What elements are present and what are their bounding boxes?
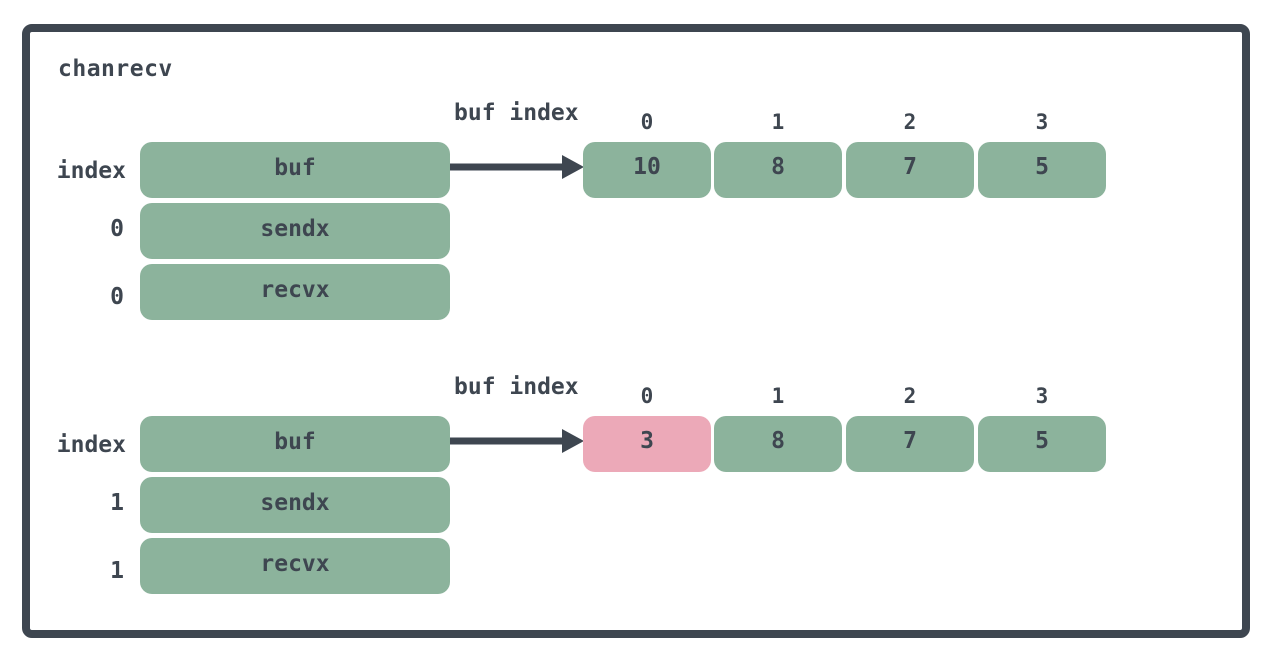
buf-index-label: buf index [454, 374, 579, 400]
buffer-slot-3: 5 [978, 416, 1106, 472]
buffer-slot-2: 7 [846, 142, 974, 198]
buffer-index-3: 3 [1035, 110, 1049, 134]
buf-index-label: buf index [454, 100, 579, 126]
buffer-slot-2: 7 [846, 416, 974, 472]
buffer-index-2: 2 [903, 110, 917, 134]
hchan-field-recvx: recvx [140, 538, 450, 594]
buffer-index-3: 3 [1035, 384, 1049, 408]
diagram-frame [22, 24, 1250, 638]
hchan-field-buf: buf [140, 416, 450, 472]
hchan-field-buf: buf [140, 142, 450, 198]
buffer-slot-1: 8 [714, 416, 842, 472]
hchan-field-sendx: sendx [140, 477, 450, 533]
buffer-slot-3: 5 [978, 142, 1106, 198]
index-label: index [56, 432, 126, 458]
buf-pointer-arrow [450, 429, 584, 453]
buffer-index-0: 0 [640, 110, 654, 134]
buffer-slot-0: 3 [583, 416, 711, 472]
sendx-value: 0 [110, 216, 124, 242]
buffer-index-2: 2 [903, 384, 917, 408]
recvx-value: 1 [110, 558, 124, 584]
diagram-title: chanrecv [58, 56, 173, 82]
buf-pointer-arrow [450, 155, 584, 179]
buffer-slot-1: 8 [714, 142, 842, 198]
buffer-slot-0: 10 [583, 142, 711, 198]
recvx-value: 0 [110, 284, 124, 310]
buffer-index-1: 1 [771, 384, 785, 408]
buffer-index-1: 1 [771, 110, 785, 134]
buffer-index-0: 0 [640, 384, 654, 408]
hchan-field-sendx: sendx [140, 203, 450, 259]
hchan-field-recvx: recvx [140, 264, 450, 320]
sendx-value: 1 [110, 490, 124, 516]
index-label: index [56, 158, 126, 184]
